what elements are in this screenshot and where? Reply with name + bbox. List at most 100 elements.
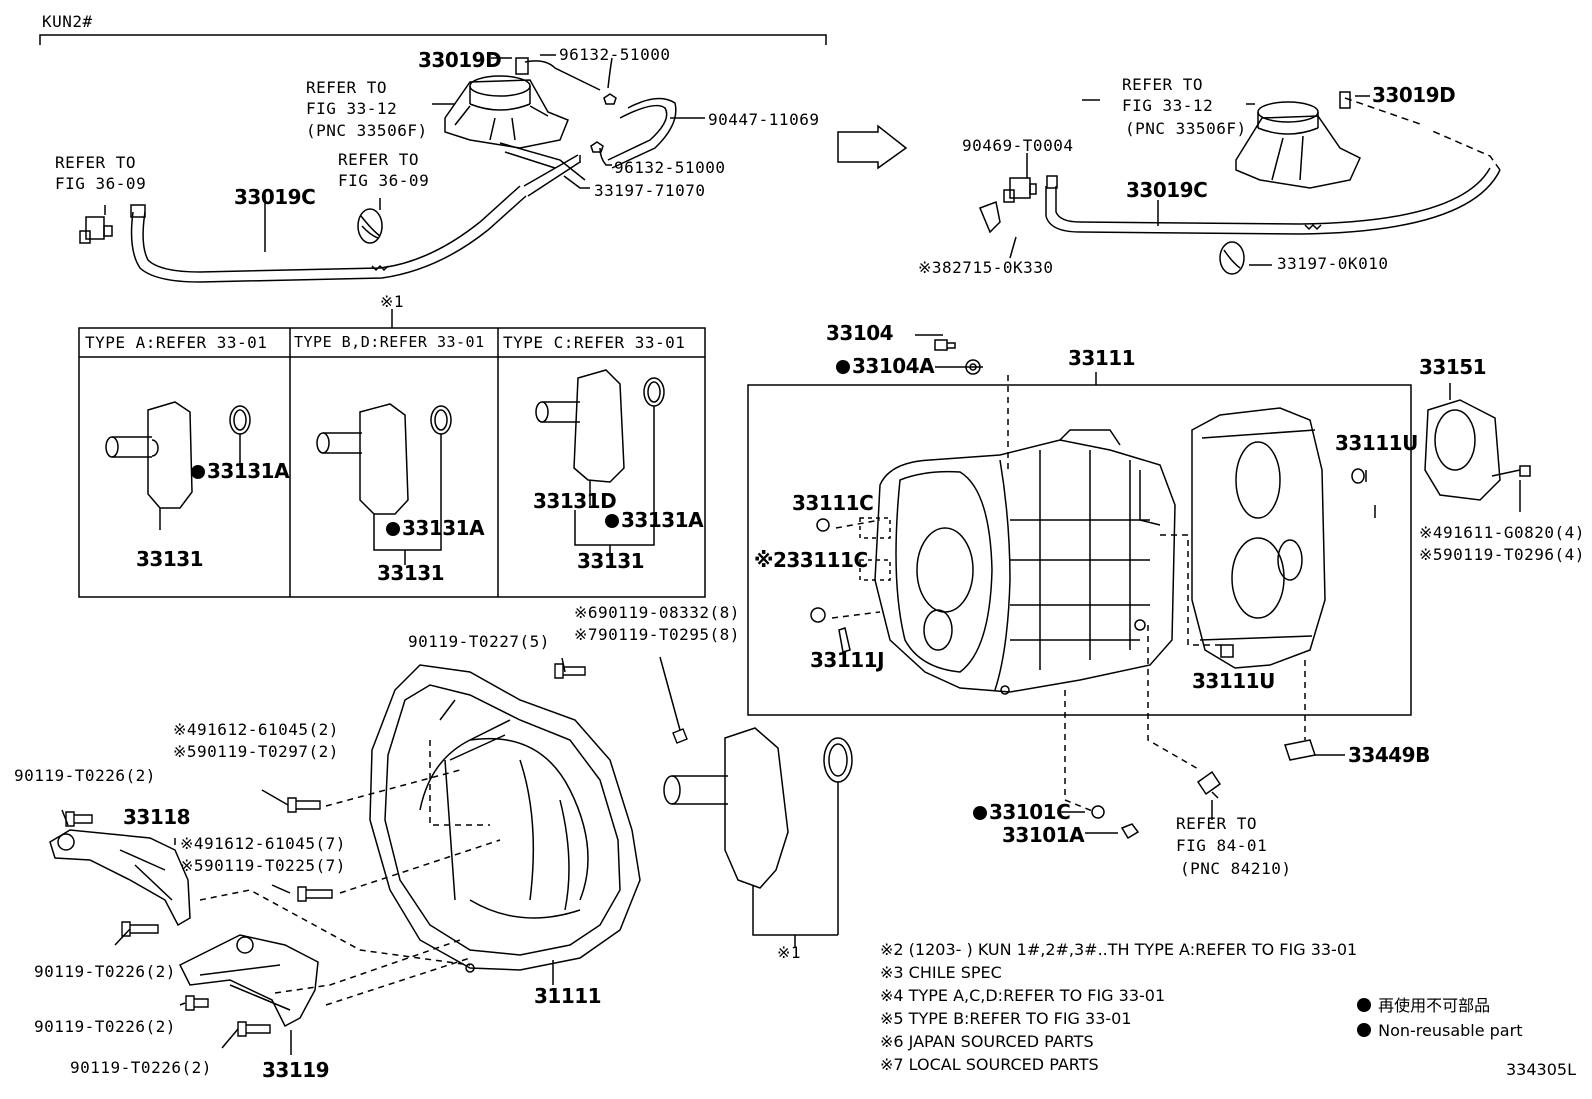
part-690119-08332[interactable]: ※690119-08332(8) — [574, 603, 740, 622]
extension-housing-type-c — [535, 369, 665, 560]
model-bracket — [39, 34, 827, 45]
non-reusable-dot-icon — [1357, 998, 1371, 1012]
part-90119-T0226-bottom[interactable]: 90119-T0226(2) — [70, 1058, 212, 1077]
part-90119-T0227[interactable]: 90119-T0227(5) — [408, 632, 550, 651]
lower-marker-1: ※1 — [777, 943, 802, 962]
part-96132-51000-a[interactable]: 96132-51000 — [559, 45, 671, 64]
part-33111J[interactable]: 33111J — [810, 648, 885, 672]
model-code: KUN2# — [42, 12, 93, 31]
part-33111U-lower[interactable]: 33111U — [1192, 669, 1275, 693]
non-reusable-dot-icon — [386, 522, 400, 536]
refer-fig-36-09-left-line1: REFER TO — [55, 153, 137, 172]
note-5: ※5 TYPE B:REFER TO FIG 33-01 — [880, 1009, 1132, 1028]
shift-lever-retainer-left — [444, 75, 569, 149]
non-reusable-dot-icon — [1357, 1023, 1371, 1037]
part-590119-T0225[interactable]: ※590119-T0225(7) — [180, 856, 346, 875]
note-6: ※6 JAPAN SOURCED PARTS — [880, 1032, 1094, 1051]
part-33197-0K010[interactable]: 33197-0K010 — [1277, 254, 1389, 273]
refer-fig-84-01-line1: REFER TO — [1176, 814, 1258, 833]
part-790119-T0295[interactable]: ※790119-T0295(8) — [574, 625, 740, 644]
clamp-right-icons — [979, 177, 1245, 275]
part-33104A[interactable]: 33104A — [836, 356, 935, 376]
case-dashed-leaders — [831, 375, 1306, 813]
breather-hose-left — [130, 57, 677, 283]
transmission-case — [874, 429, 1176, 695]
lower-dashed — [199, 740, 501, 1006]
refer-fig-33-12-right-link[interactable]: FIG 33-12 — [1122, 96, 1214, 115]
part-33118[interactable]: 33118 — [123, 805, 191, 829]
refer-fig-33-12-link[interactable]: FIG 33-12 — [306, 99, 398, 118]
part-90447-11069[interactable]: 90447-11069 — [708, 110, 820, 129]
part-31111[interactable]: 31111 — [534, 984, 602, 1008]
refer-fig-33-12-line1: REFER TO — [306, 78, 388, 97]
legend-en: Non-reusable part — [1357, 1023, 1522, 1039]
part-491611-G0820[interactable]: ※491611-G0820(4) — [1419, 523, 1585, 542]
part-491612-61045-2[interactable]: ※491612-61045(2) — [173, 720, 339, 739]
part-33449B[interactable]: 33449B — [1348, 743, 1430, 767]
part-33111C-note2[interactable]: ※233111C — [754, 548, 868, 572]
refer-fig-33-12-right-pnc: (PNC 33506F) — [1125, 119, 1247, 138]
part-90119-T0226-low[interactable]: 90119-T0226(2) — [34, 1017, 176, 1036]
shift-lever-retainer-right — [1235, 101, 1361, 189]
type-c-header[interactable]: TYPE C:REFER 33-01 — [503, 333, 686, 352]
bracket-33118 — [49, 829, 191, 927]
refer-fig-84-01-link[interactable]: FIG 84-01 — [1176, 836, 1268, 855]
part-33111U-upper[interactable]: 33111U — [1335, 431, 1418, 455]
clutch-housing — [369, 664, 641, 973]
refer-fig-36-09-mid-link[interactable]: FIG 36-09 — [338, 171, 430, 190]
case-small-parts — [810, 339, 1367, 658]
non-reusable-dot-icon — [836, 360, 850, 374]
extension-housing-type-b — [316, 403, 452, 565]
part-33111C[interactable]: 33111C — [792, 491, 874, 515]
part-590119-T0297[interactable]: ※590119-T0297(2) — [173, 742, 339, 761]
part-33019D-left[interactable]: 33019D — [418, 48, 502, 72]
refer-fig-84-01-pnc: (PNC 84210) — [1180, 859, 1292, 878]
refer-fig-33-12-pnc: (PNC 33506F) — [306, 121, 428, 140]
part-90469-T0004[interactable]: 90469-T0004 — [962, 136, 1074, 155]
note-3: ※3 CHILE SPEC — [880, 963, 1002, 982]
part-96132-51000-b[interactable]: 96132-51000 — [614, 158, 726, 177]
breather-hose-right — [1045, 91, 1501, 235]
type-b-part-33131[interactable]: 33131 — [377, 561, 445, 585]
figure-code: 334305L — [1506, 1060, 1576, 1079]
part-590119-T0296[interactable]: ※590119-T0296(4) — [1419, 545, 1585, 564]
type-table-marker: ※1 — [380, 292, 405, 311]
refer-fig-36-09-left-link[interactable]: FIG 36-09 — [55, 174, 147, 193]
type-a-part-33131[interactable]: 33131 — [136, 547, 204, 571]
part-90119-T0226-mid[interactable]: 90119-T0226(2) — [34, 962, 176, 981]
part-33119[interactable]: 33119 — [262, 1058, 330, 1082]
type-a-header[interactable]: TYPE A:REFER 33-01 — [85, 333, 268, 352]
part-33019D-right[interactable]: 33019D — [1372, 83, 1456, 107]
part-33019C-right[interactable]: 33019C — [1126, 178, 1208, 202]
legend-jp: 再使用不可部品 — [1357, 998, 1490, 1014]
part-33104[interactable]: 33104 — [826, 321, 894, 345]
type-c-part-33131A[interactable]: 33131A — [605, 510, 704, 530]
extension-housing-lower — [663, 727, 853, 948]
type-c-part-33131[interactable]: 33131 — [577, 549, 645, 573]
refer-fig-36-09-mid-line1: REFER TO — [338, 150, 420, 169]
type-c-part-33131D[interactable]: 33131D — [533, 489, 617, 513]
part-33197-71070[interactable]: 33197-71070 — [594, 181, 706, 200]
direction-arrow — [837, 124, 908, 170]
type-b-part-33131A[interactable]: 33131A — [386, 518, 485, 538]
non-reusable-dot-icon — [191, 465, 205, 479]
part-382715-0K330[interactable]: ※382715-0K330 — [918, 258, 1054, 277]
part-33101A[interactable]: 33101A — [1002, 823, 1085, 847]
part-491612-61045-7[interactable]: ※491612-61045(7) — [180, 834, 346, 853]
bellhousing-cover-33151 — [1424, 399, 1531, 501]
part-33019C-left[interactable]: 33019C — [234, 185, 316, 209]
type-bd-header[interactable]: TYPE B,D:REFER 33-01 — [294, 333, 485, 351]
bracket-33119 — [178, 934, 319, 1028]
type-a-part-33131A[interactable]: 33131A — [191, 461, 290, 481]
note-2: ※2 (1203- ) KUN 1#,2#,3#..TH TYPE A:REFE… — [880, 940, 1358, 959]
clamp-left-icons — [79, 93, 617, 244]
non-reusable-dot-icon — [605, 514, 619, 528]
transfer-adapter-plate — [1191, 407, 1326, 669]
part-33151[interactable]: 33151 — [1419, 355, 1487, 379]
part-33101C[interactable]: 33101C — [973, 802, 1071, 822]
part-33111[interactable]: 33111 — [1068, 346, 1136, 370]
part-90119-T0226-top[interactable]: 90119-T0226(2) — [14, 766, 156, 785]
bracket-33197-left — [499, 142, 586, 181]
